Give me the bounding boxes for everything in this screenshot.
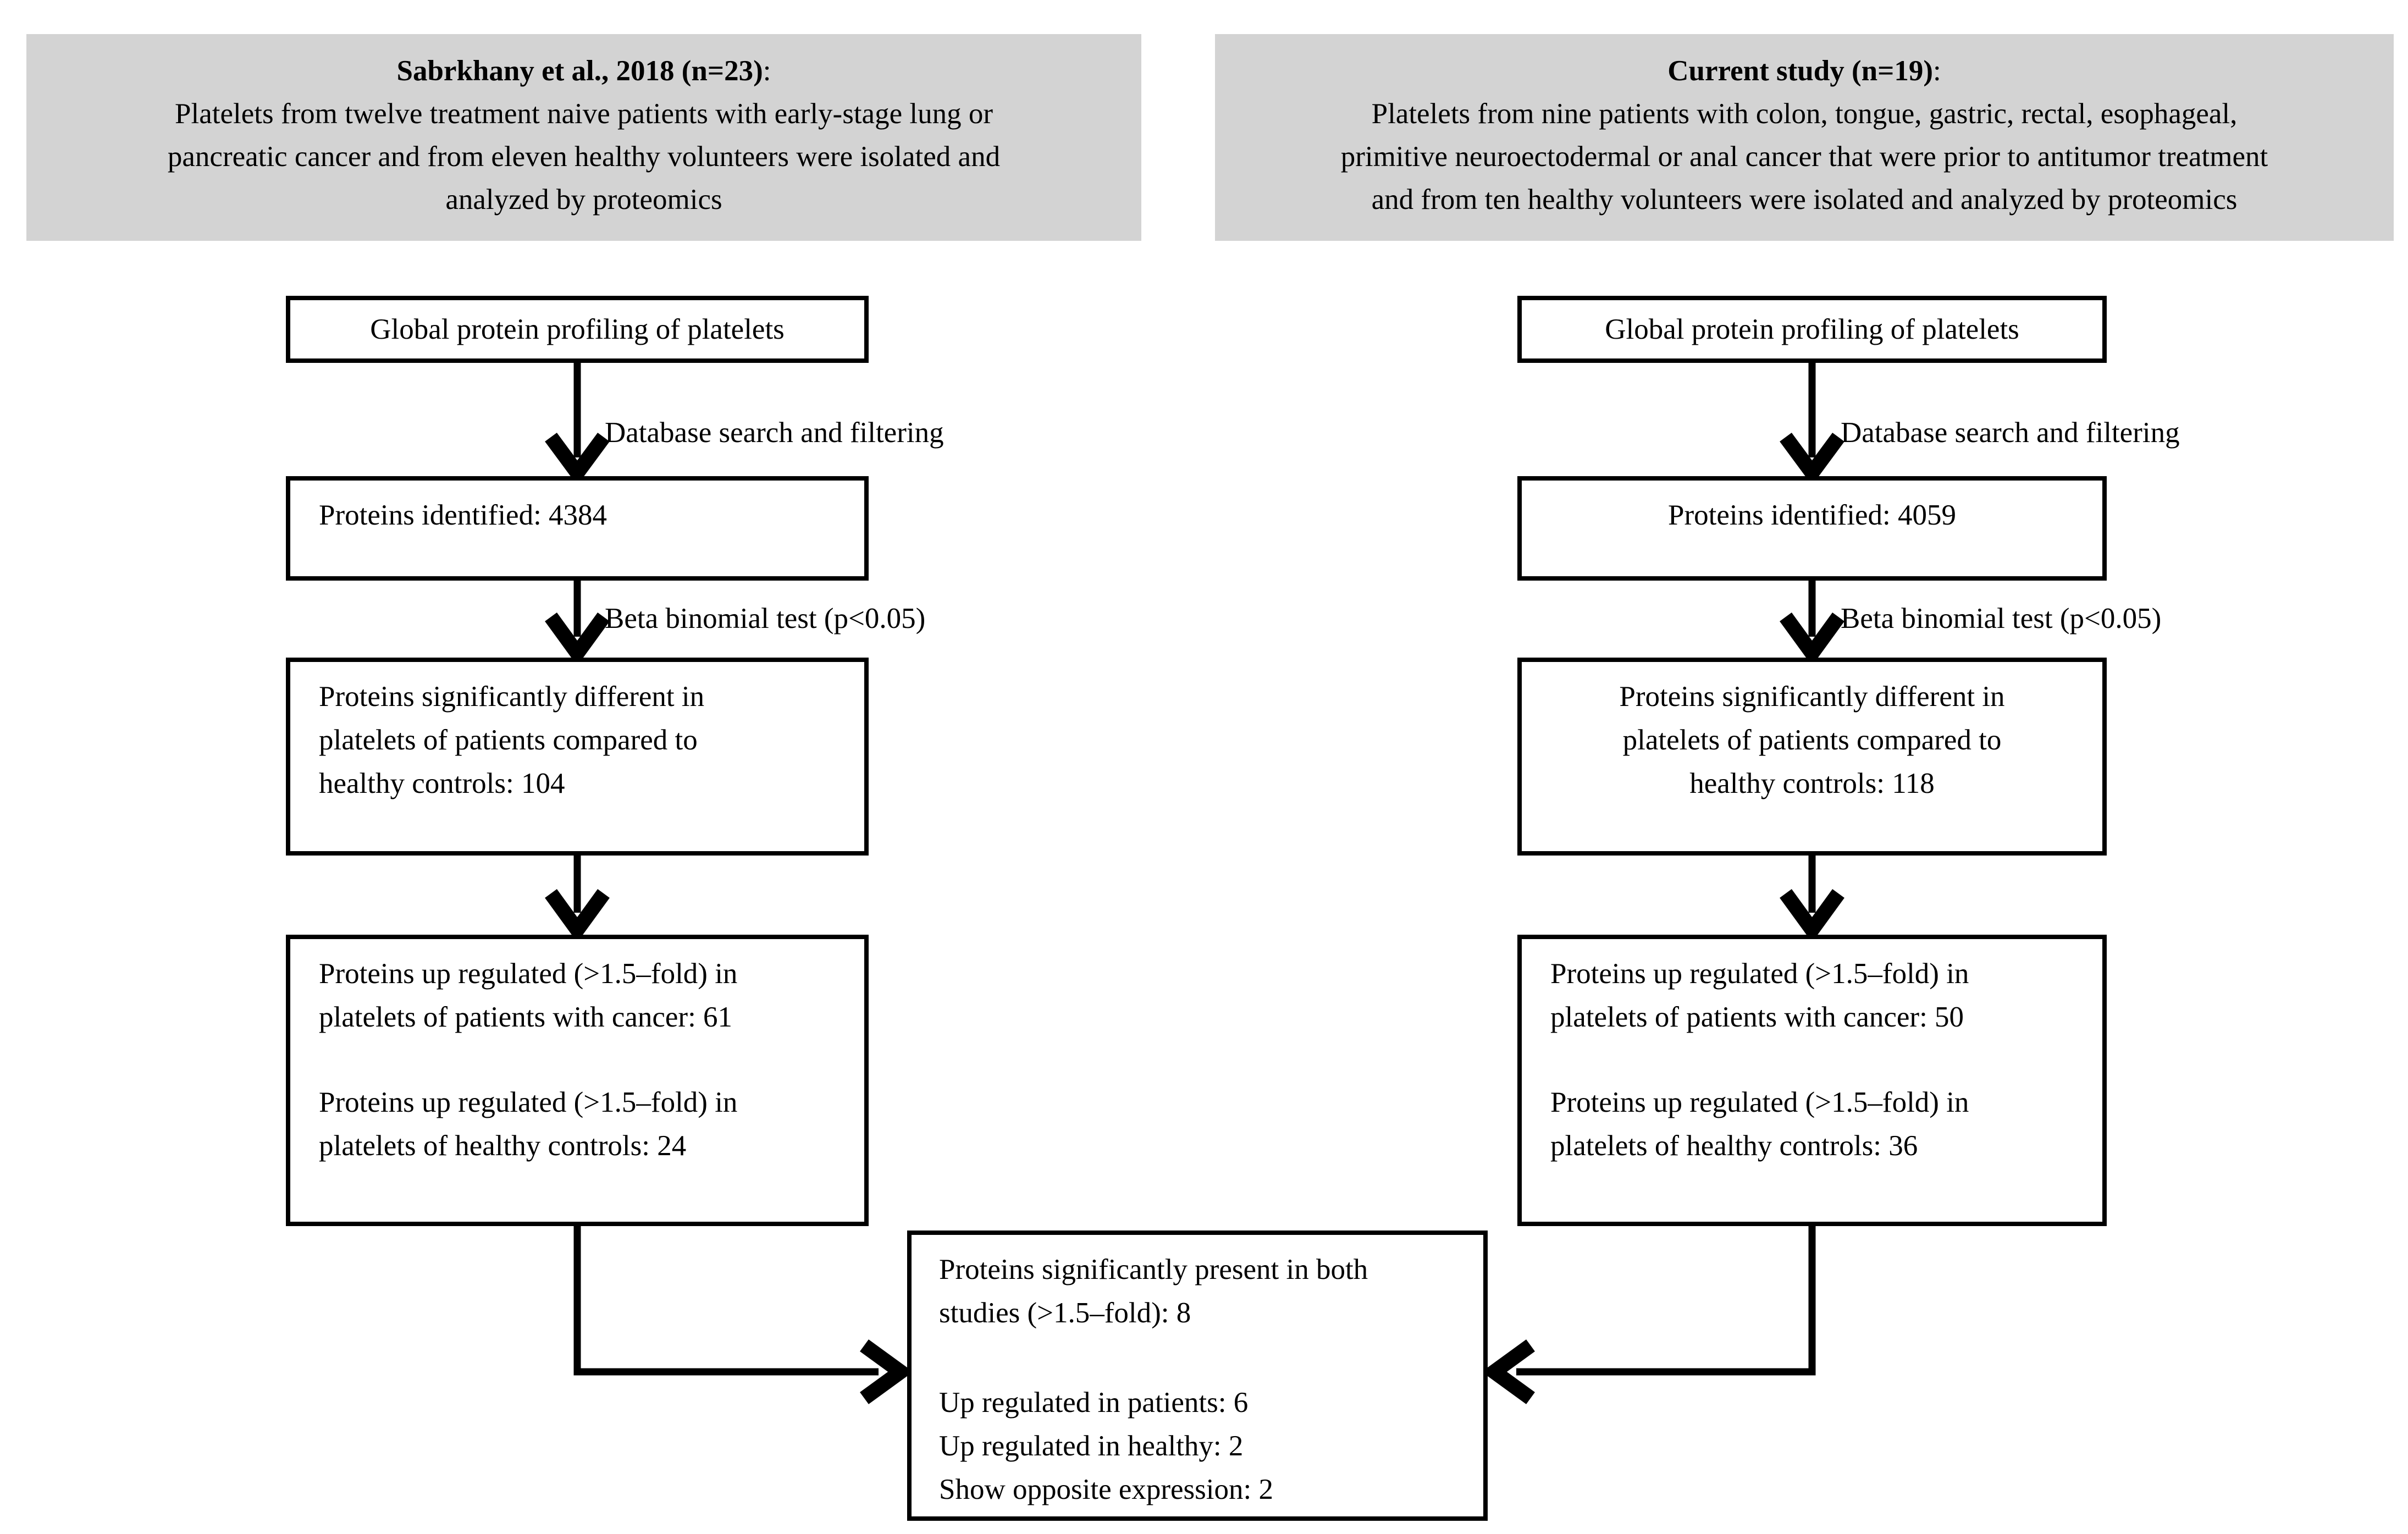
merge-result-box: Proteins significantly present in both s…: [907, 1230, 1488, 1521]
right-step4-p1-line1: Proteins up regulated (>1.5–fold) in: [1550, 958, 1969, 990]
right-arrow1-label: Database search and filtering: [1841, 417, 2180, 449]
right-step3-line3: healthy controls: 118: [1689, 768, 1935, 799]
merge-p2-line3: Show opposite expression: 2: [939, 1474, 1273, 1505]
left-step3-line1: Proteins significantly different in: [319, 681, 705, 713]
right-step4-p2-line1: Proteins up regulated (>1.5–fold) in: [1550, 1086, 1969, 1118]
left-step4-box: Proteins up regulated (>1.5–fold) in pla…: [286, 935, 869, 1226]
right-step3-line1: Proteins significantly different in: [1619, 681, 2005, 713]
right-step4-p1-line2: platelets of patients with cancer: 50: [1550, 1001, 1964, 1033]
right-step1-box: Global protein profiling of platelets: [1517, 296, 2107, 363]
right-merge-elbow: [1516, 1226, 1816, 1376]
left-step4-p2-line1: Proteins up regulated (>1.5–fold) in: [319, 1086, 738, 1118]
right-study-title: Current study (n=19):: [1667, 55, 1941, 87]
right-study-header: Current study (n=19): Platelets from nin…: [1215, 34, 2394, 241]
left-step2-box: Proteins identified: 4384: [286, 476, 869, 581]
left-step1-box: Global protein profiling of platelets: [286, 296, 869, 363]
left-study-title: Sabrkhany et al., 2018 (n=23):: [396, 55, 771, 87]
right-step2-box: Proteins identified: 4059: [1517, 476, 2107, 581]
right-study-desc-line1: Platelets from nine patients with colon,…: [1371, 98, 2238, 130]
left-arrow1-head: [545, 432, 610, 485]
merge-p1-line1: Proteins significantly present in both: [939, 1254, 1368, 1285]
left-arrow2-head: [545, 613, 610, 666]
right-step4-paragraph-gap: [1550, 1039, 2091, 1081]
left-merge-elbow: [573, 1226, 879, 1376]
right-step3-line2: platelets of patients compared to: [1622, 724, 2002, 756]
right-study-desc-line3: and from ten healthy volunteers were iso…: [1371, 184, 2238, 216]
right-merge-arrowhead: [1482, 1339, 1535, 1404]
left-step2-label: Proteins identified: 4384: [319, 499, 607, 531]
merge-paragraph-gap: [939, 1335, 1472, 1381]
right-step4-p2-line2: platelets of healthy controls: 36: [1550, 1130, 1918, 1162]
right-study-desc-line2: primitive neuroectodermal or anal cancer…: [1340, 141, 2268, 173]
left-study-desc-line2: pancreatic cancer and from eleven health…: [167, 141, 1001, 173]
right-step4-box: Proteins up regulated (>1.5–fold) in pla…: [1517, 935, 2107, 1226]
left-step4-p2-line2: platelets of healthy controls: 24: [319, 1130, 687, 1162]
right-arrow2-label: Beta binomial test (p<0.05): [1841, 603, 2162, 634]
right-step1-label: Global protein profiling of platelets: [1605, 313, 2019, 345]
right-step3-box: Proteins significantly different in plat…: [1517, 658, 2107, 856]
left-step3-line2: platelets of patients compared to: [319, 724, 698, 756]
left-step3-box: Proteins significantly different in plat…: [286, 658, 869, 856]
left-study-desc-line3: analyzed by proteomics: [445, 184, 722, 216]
left-study-desc-line1: Platelets from twelve treatment naive pa…: [175, 98, 993, 130]
left-study-header: Sabrkhany et al., 2018 (n=23): Platelets…: [26, 34, 1141, 241]
merge-p1-line2: studies (>1.5–fold): 8: [939, 1297, 1191, 1329]
right-arrow2-head: [1780, 613, 1844, 666]
left-step1-label: Global protein profiling of platelets: [370, 313, 785, 345]
left-arrow1-label: Database search and filtering: [605, 417, 944, 449]
left-arrow2-label: Beta binomial test (p<0.05): [605, 603, 926, 634]
left-step3-line3: healthy controls: 104: [319, 768, 565, 799]
left-merge-arrowhead: [860, 1339, 913, 1404]
left-arrow3-head: [545, 889, 610, 942]
left-step4-paragraph-gap: [319, 1039, 853, 1081]
right-arrow3-head: [1780, 889, 1844, 942]
right-step2-label: Proteins identified: 4059: [1667, 499, 1957, 531]
right-arrow1-head: [1780, 432, 1844, 485]
left-step4-p1-line2: platelets of patients with cancer: 61: [319, 1001, 733, 1033]
merge-p2-line2: Up regulated in healthy: 2: [939, 1430, 1244, 1462]
left-step4-p1-line1: Proteins up regulated (>1.5–fold) in: [319, 958, 738, 990]
merge-p2-line1: Up regulated in patients: 6: [939, 1387, 1249, 1419]
